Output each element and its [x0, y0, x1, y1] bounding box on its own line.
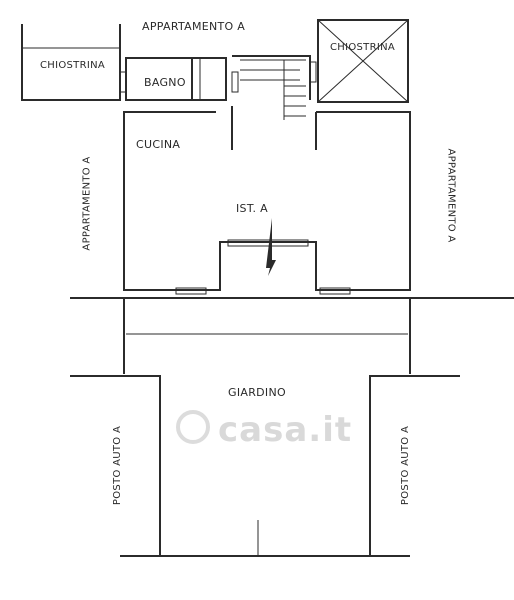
label-appartamento-top: APPARTAMENTO A: [142, 20, 246, 33]
label-chiostrina-right: CHIOSTRINA: [330, 42, 395, 53]
stairs: [240, 60, 306, 120]
label-bagno: BAGNO: [144, 76, 186, 89]
wall-garden: [70, 375, 460, 557]
label-giardino: GIARDINO: [228, 386, 286, 399]
label-posto-auto-right: POSTO AUTO A: [400, 425, 412, 506]
label-cucina: CUCINA: [136, 138, 181, 151]
watermark-text: casa.it: [218, 410, 353, 450]
wall-chiostrina-left: [21, 24, 121, 101]
wall-stair: [232, 55, 311, 100]
label-appartamento-left: APPARTAMENTO A: [81, 156, 93, 251]
label-ist: IST. A: [236, 202, 268, 215]
label-chiostrina-left: CHIOSTRINA: [40, 60, 105, 71]
wall-chiostrina-right: [317, 19, 409, 103]
wall-kitchen: [123, 111, 411, 291]
entrance-arrow: [266, 218, 276, 276]
watermark-logo-icon: [176, 410, 210, 444]
label-posto-auto-left: POSTO AUTO A: [112, 425, 124, 506]
label-appartamento-right: APPARTAMENTO A: [445, 148, 457, 243]
